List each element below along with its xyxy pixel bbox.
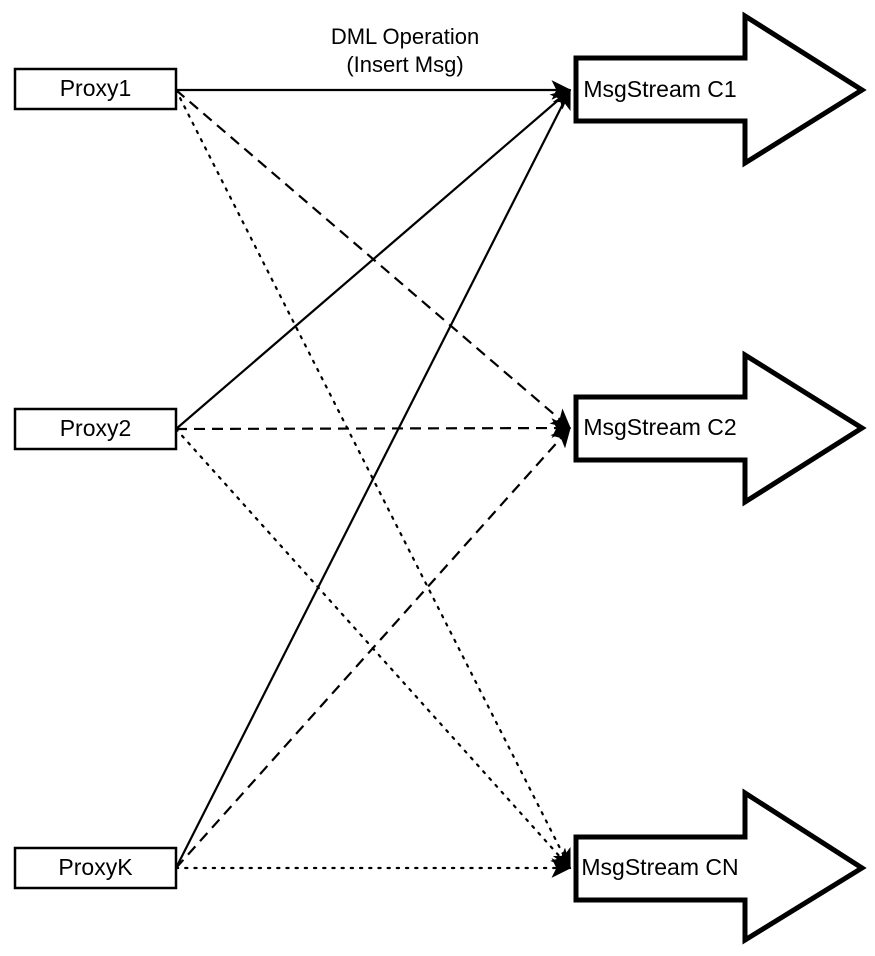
proxy-label-proxy1: Proxy1 (60, 75, 132, 101)
connections-layer (174, 80, 572, 878)
msgstream-label-stream-c1: MsgStream C1 (583, 76, 736, 102)
msgstream-arrow-shape-stream-cn (573, 788, 867, 945)
proxy-box-proxy2 (13, 407, 178, 451)
connector-p1-cn (174, 88, 572, 870)
msgstream-arrow-shape-stream-c2 (573, 350, 867, 507)
proxy-node-proxy1[interactable]: Proxy1 (13, 67, 178, 111)
connector-p2-c1 (175, 89, 572, 430)
msgstream-node-stream-cn[interactable]: MsgStream CN (573, 788, 867, 945)
proxy-label-proxyk: ProxyK (58, 854, 133, 880)
proxy-node-proxy2[interactable]: Proxy2 (13, 407, 178, 451)
proxy-node-proxyk[interactable]: ProxyK (13, 846, 178, 890)
proxy-box-proxyk (13, 846, 178, 890)
edge-label-line1: DML Operation (331, 24, 479, 49)
edge-label-dml-operation: DML Operation (Insert Msg) (331, 24, 479, 77)
edge-label-line2: (Insert Msg) (346, 52, 463, 77)
proxy-box-proxy1 (13, 67, 178, 111)
msgstream-arrow-shape-stream-c1 (573, 11, 867, 168)
streams-layer: MsgStream C1 MsgStream C2 MsgStream CN (573, 11, 867, 945)
connector-pk-c1 (175, 88, 571, 869)
msgstream-label-stream-c2: MsgStream C2 (583, 414, 736, 440)
connector-p2-c2 (175, 418, 572, 438)
msgstream-node-stream-c2[interactable]: MsgStream C2 (573, 350, 867, 507)
proxy-label-proxy2: Proxy2 (60, 415, 132, 441)
msgstream-node-stream-c1[interactable]: MsgStream C1 (573, 11, 867, 168)
connector-pk-c2 (175, 427, 571, 869)
msgstream-label-stream-cn: MsgStream CN (581, 854, 738, 880)
